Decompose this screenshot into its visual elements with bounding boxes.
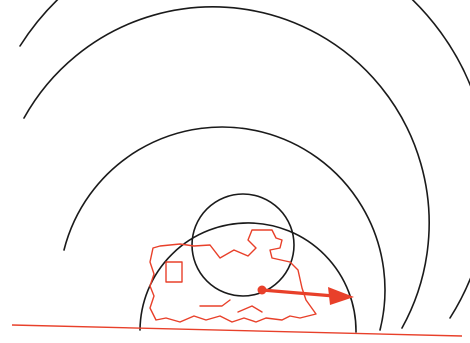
locomotive-window: [166, 262, 182, 282]
wavefronts: [20, 0, 470, 332]
wavefront-2: [24, 7, 429, 328]
arrow-right-icon: [258, 286, 355, 306]
ground-line: [12, 325, 462, 336]
locomotive-icon: [150, 230, 316, 322]
